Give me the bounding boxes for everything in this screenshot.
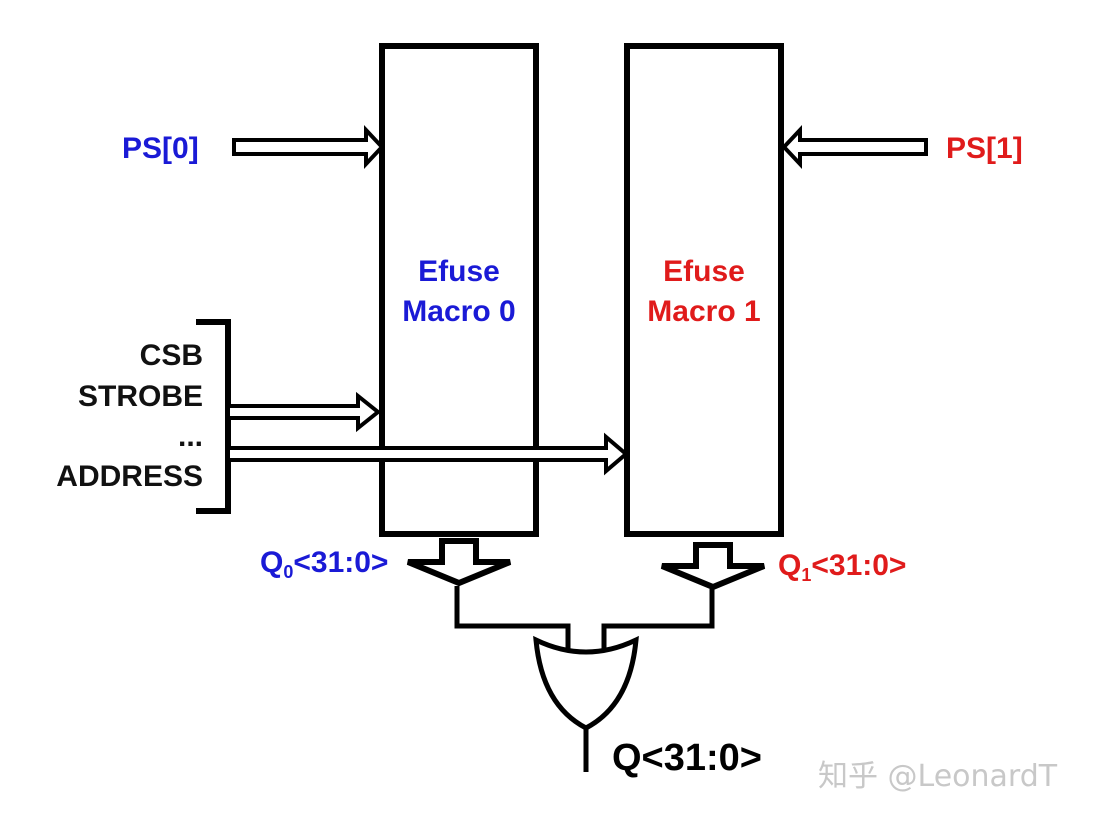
signal-ellipsis: ...: [178, 420, 203, 453]
watermark: 知乎 @LeonardT: [818, 759, 1058, 794]
wire-q0-to-or: [454, 586, 571, 652]
signal-strobe: STROBE: [78, 380, 203, 413]
signal-address: ADDRESS: [56, 460, 203, 493]
ps0-arrow: [232, 124, 385, 170]
q0-label: Q0<31:0>: [260, 546, 388, 582]
q1-label: Q1<31:0>: [778, 549, 906, 585]
efuse-macro-0-title-line2: Macro 0: [402, 295, 515, 328]
bus-arrow-to-macro-1: [230, 432, 630, 476]
q0-output-arrow: [406, 538, 512, 587]
or-gate: [533, 635, 639, 731]
efuse-macro-1-title-line2: Macro 1: [647, 295, 760, 328]
q1-output-arrow: [660, 542, 766, 591]
efuse-macro-1-block: [624, 43, 784, 537]
signal-csb: CSB: [140, 339, 203, 372]
signal-bracket: [196, 319, 231, 514]
ps1-arrow: [781, 124, 928, 170]
ps0-label: PS[0]: [122, 132, 199, 165]
efuse-macro-1-title-line1: Efuse: [663, 255, 745, 288]
efuse-macro-0-title-line1: Efuse: [418, 255, 500, 288]
bus-arrow-to-macro-0: [230, 391, 382, 433]
wire-q1-to-or: [601, 589, 715, 652]
output-label: Q<31:0>: [612, 737, 762, 779]
ps1-label: PS[1]: [946, 132, 1023, 165]
